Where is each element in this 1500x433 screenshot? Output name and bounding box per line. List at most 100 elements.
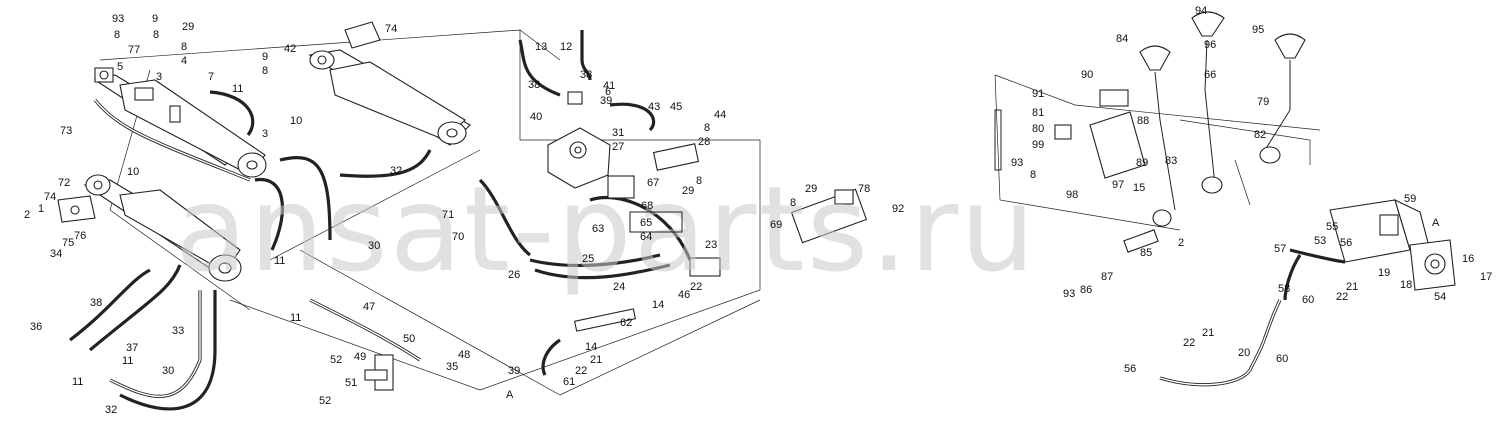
part-label: 11 xyxy=(274,255,285,267)
part-label: 4 xyxy=(181,55,187,67)
part-label: 30 xyxy=(162,365,174,377)
part-label: 83 xyxy=(1165,155,1177,167)
part-label: 47 xyxy=(363,301,375,313)
part-label: 50 xyxy=(403,333,415,345)
part-label: 41 xyxy=(603,80,615,92)
part-label: 29 xyxy=(805,183,817,195)
part-label: 63 xyxy=(592,223,604,235)
part-label: 16 xyxy=(1462,253,1474,265)
part-label: 89 xyxy=(1136,157,1148,169)
part-label: 2 xyxy=(1178,237,1184,249)
control-valve-block xyxy=(364,30,868,391)
part-label: 22 xyxy=(575,365,587,377)
part-label: 73 xyxy=(60,125,72,137)
part-label: 29 xyxy=(682,185,694,197)
part-label: 8 xyxy=(114,29,120,41)
part-label: 52 xyxy=(330,354,342,366)
part-label: 43 xyxy=(648,101,660,113)
part-label: 94 xyxy=(1195,5,1207,17)
part-label: 3 xyxy=(156,71,162,83)
part-label: 25 xyxy=(582,253,594,265)
part-label: 32 xyxy=(390,165,402,177)
part-label: 22 xyxy=(1183,337,1195,349)
lever-assembly-right xyxy=(994,11,1306,253)
part-label: 71 xyxy=(442,209,454,221)
part-label: 48 xyxy=(458,349,470,361)
part-label: 99 xyxy=(1032,139,1044,151)
part-label: 6 xyxy=(605,86,611,98)
part-label: 54 xyxy=(1434,291,1446,303)
part-label: 14 xyxy=(585,341,597,353)
part-label: 8 xyxy=(790,197,796,209)
part-label: 29 xyxy=(182,21,194,33)
part-label: 95 xyxy=(1252,24,1264,36)
part-label: 49 xyxy=(354,351,366,363)
part-label: 77 xyxy=(128,44,140,56)
part-label: 82 xyxy=(1254,129,1266,141)
part-label: 53 xyxy=(1314,235,1326,247)
part-labels: 93 9 29 8 8 8 77 4 5 3 7 9 8 11 3 73 10 … xyxy=(24,5,1492,416)
part-label: 69 xyxy=(770,219,782,231)
part-label: 37 xyxy=(126,342,138,354)
part-label: 38 xyxy=(580,69,592,81)
part-label: 51 xyxy=(345,377,357,389)
part-label: 1 xyxy=(38,203,44,215)
part-label: 20 xyxy=(1238,347,1250,359)
part-label: 57 xyxy=(1274,243,1286,255)
part-label: 65 xyxy=(640,217,652,229)
hose-group-left xyxy=(69,90,692,411)
part-label: 62 xyxy=(620,317,632,329)
part-label: 11 xyxy=(122,355,133,367)
part-label: 15 xyxy=(1133,182,1145,194)
part-label: 44 xyxy=(714,109,726,121)
part-label: 2 xyxy=(24,209,30,221)
part-label: 80 xyxy=(1032,123,1044,135)
part-label: 10 xyxy=(290,115,302,127)
part-label: 56 xyxy=(1124,363,1136,375)
part-label: 31 xyxy=(612,127,624,139)
part-label: 21 xyxy=(590,354,602,366)
part-label: 8 xyxy=(153,29,159,41)
part-label: 23 xyxy=(705,239,717,251)
part-label: 74 xyxy=(44,191,56,203)
part-label: 88 xyxy=(1137,115,1149,127)
part-label: 21 xyxy=(1202,327,1214,339)
part-label: 84 xyxy=(1116,33,1128,45)
part-label: 72 xyxy=(58,177,70,189)
part-label: 93 xyxy=(112,13,124,25)
part-label: 30 xyxy=(368,240,380,252)
part-label: 21 xyxy=(1346,281,1358,293)
part-label: 11 xyxy=(72,376,83,388)
part-label: 18 xyxy=(1400,279,1412,291)
part-label: 75 xyxy=(62,237,74,249)
part-label: 68 xyxy=(641,200,653,212)
part-label: 93 xyxy=(1063,288,1075,300)
part-label: 5 xyxy=(117,61,123,73)
part-label: 11 xyxy=(290,312,301,324)
part-label: 26 xyxy=(508,269,520,281)
part-label: 58 xyxy=(1278,283,1290,295)
part-label: 39 xyxy=(600,95,612,107)
part-label: A xyxy=(506,389,514,401)
watermark: ansat-parts.ru xyxy=(175,160,1037,298)
part-label: 87 xyxy=(1101,271,1113,283)
part-68-box xyxy=(629,211,683,233)
part-label: 78 xyxy=(858,183,870,195)
part-label: 28 xyxy=(698,136,710,148)
part-label: 91 xyxy=(1032,88,1044,100)
part-label: 3 xyxy=(262,128,268,140)
part-label: 96 xyxy=(1204,39,1216,51)
pump-assembly xyxy=(1159,198,1456,387)
part-label: 22 xyxy=(690,281,702,293)
part-label: 34 xyxy=(50,248,62,260)
hydraulic-cylinder-center xyxy=(308,21,471,146)
part-label: 56 xyxy=(1340,237,1352,249)
part-label: 9 xyxy=(152,13,158,25)
hydraulic-cylinder-upper xyxy=(93,67,267,178)
part-label: 12 xyxy=(560,41,572,53)
part-label: 39 xyxy=(508,365,520,377)
part-label: 38 xyxy=(528,79,540,91)
part-label: 55 xyxy=(1326,221,1338,233)
part-label: 42 xyxy=(284,43,296,55)
